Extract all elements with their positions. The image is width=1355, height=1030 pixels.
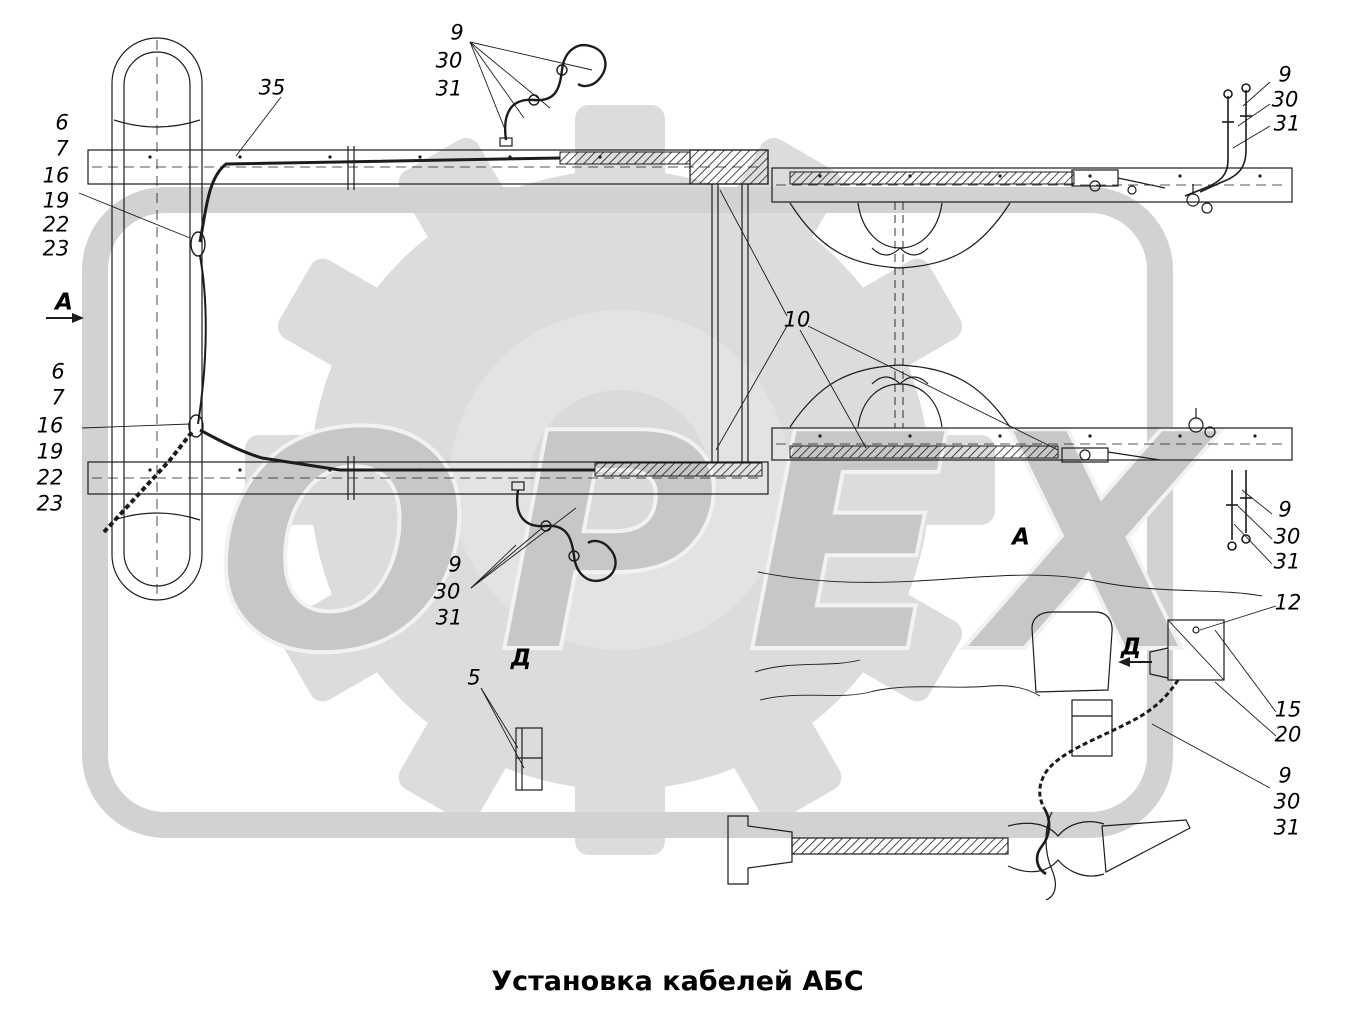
cross-members bbox=[347, 146, 1011, 500]
watermark-band bbox=[82, 187, 1173, 838]
axle-fitting-top-right bbox=[1071, 169, 1213, 214]
chassis-drawing bbox=[46, 37, 1293, 901]
wheel-tire bbox=[111, 37, 203, 601]
view-arrows bbox=[46, 313, 1152, 667]
clip-detail bbox=[515, 727, 543, 791]
axle-fitting-bottom-right bbox=[1061, 408, 1216, 463]
abs-cables bbox=[102, 151, 1075, 534]
leader-lines bbox=[78, 41, 1277, 789]
hoses-bottom-right bbox=[1226, 470, 1252, 551]
floor-bracket-detail bbox=[727, 807, 1191, 901]
figure-title: Установка кабелей АБС bbox=[491, 966, 864, 997]
hoses-top-right bbox=[1184, 83, 1252, 197]
watermark-text: OPEX bbox=[215, 370, 1238, 719]
watermark-gear bbox=[245, 105, 995, 855]
cab-detail-view bbox=[754, 571, 1263, 809]
